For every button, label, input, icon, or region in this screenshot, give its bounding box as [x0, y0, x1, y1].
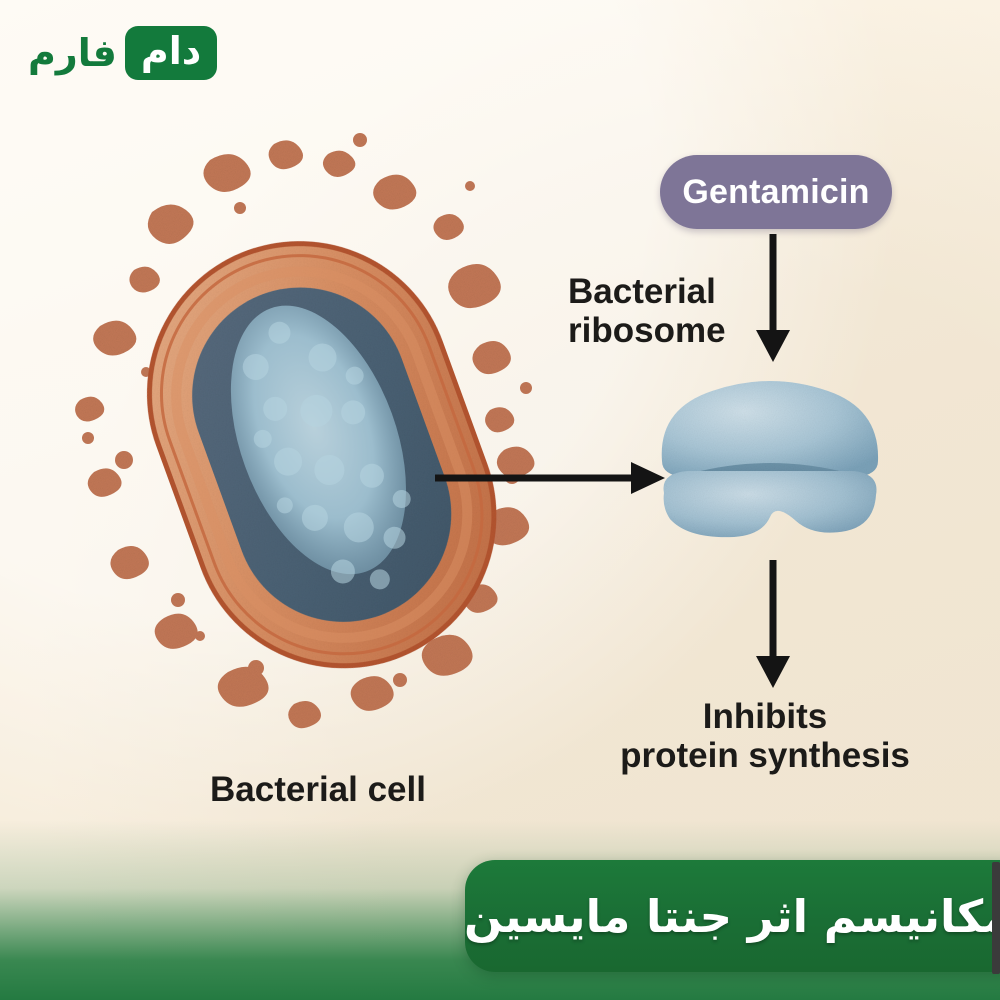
bacterial-ribosome-label-line1: Bacterial — [568, 272, 716, 311]
inhibits-protein-synthesis-label: Inhibits protein synthesis — [590, 697, 940, 775]
bacterial-cell-illustration — [60, 120, 580, 760]
bacterial-cell-label: Bacterial cell — [210, 770, 426, 809]
gentamicin-label-pill[interactable]: Gentamicin — [660, 155, 892, 229]
title-banner-text: مکانیسم اثر جنتا مایسین — [464, 889, 1000, 943]
bacterial-ribosome-illustration — [650, 375, 890, 565]
dam-farm-logo[interactable]: دام فارم — [28, 26, 218, 80]
small-subunit — [663, 471, 877, 538]
cell-debris-blobs — [75, 133, 535, 729]
logo-wordmark: فارم — [28, 31, 117, 75]
large-subunit — [661, 381, 879, 477]
cell-to-ribosome-arrow — [435, 448, 667, 508]
bacterial-ribosome-label: Bacterial ribosome — [568, 272, 726, 350]
right-edge-strip — [992, 862, 1000, 974]
logo-badge: دام — [124, 26, 218, 80]
title-banner: مکانیسم اثر جنتا مایسین — [464, 860, 1000, 972]
bacterial-ribosome-label-line2: ribosome — [568, 311, 726, 351]
outcome-label-line1: Inhibits — [702, 697, 828, 736]
ribosome-to-outcome-arrow — [742, 560, 804, 690]
cell-body — [146, 241, 497, 669]
gentamicin-to-ribosome-arrow — [742, 234, 804, 364]
outcome-label-line2: protein synthesis — [620, 736, 910, 776]
gentamicin-label-text: Gentamicin — [682, 172, 870, 211]
